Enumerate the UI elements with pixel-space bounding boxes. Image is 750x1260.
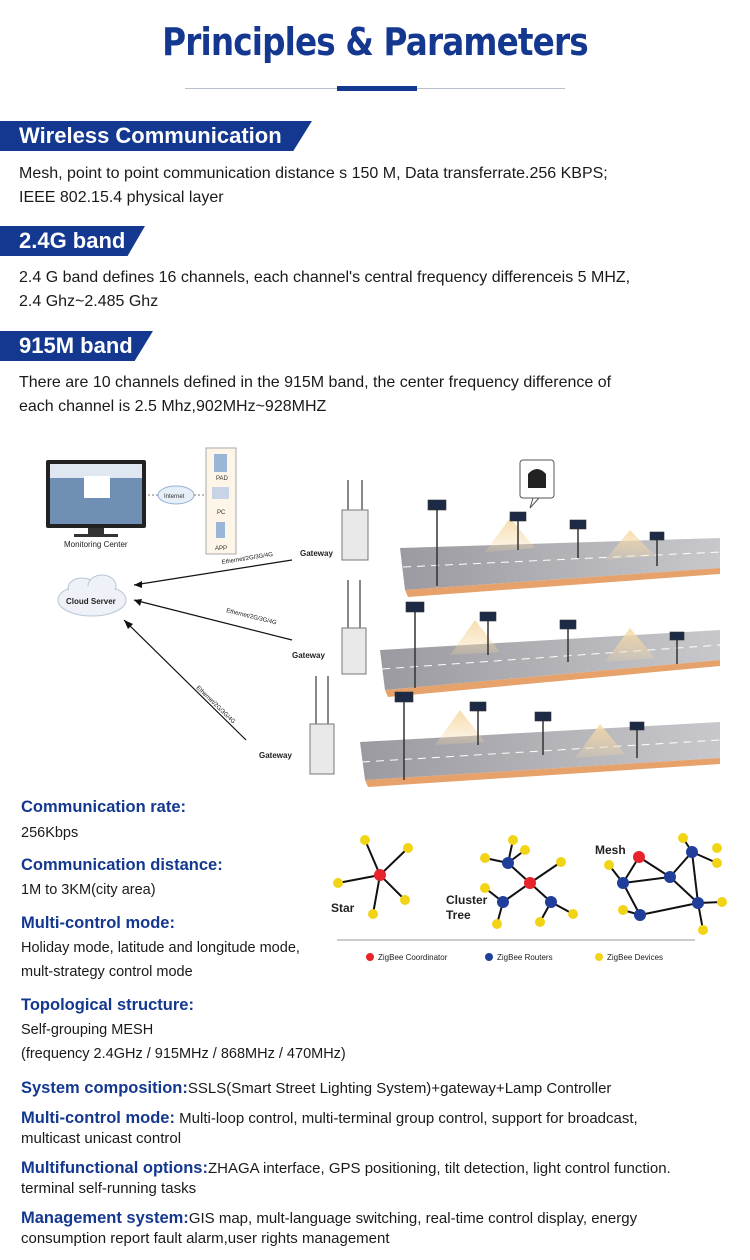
- topology-mesh-label: Mesh: [595, 843, 626, 857]
- road-tier-1: [400, 538, 721, 597]
- page-title: Principles & Parameters: [162, 20, 589, 64]
- monitor-icon: [46, 460, 146, 537]
- topology-diagram: Star Cluster Tree Mesh ZigBee Coordinato…: [331, 833, 727, 962]
- spec-head-distance: Communication distance:: [21, 856, 223, 874]
- title-divider-accent: [337, 86, 417, 91]
- gateway-label-3: Gateway: [259, 751, 292, 760]
- spec-head-rate: Communication rate:: [21, 798, 187, 816]
- spec-val-topology: Self-grouping MESH (frequency 2.4GHz / 9…: [21, 1022, 346, 1062]
- section-text-2-4g: 2.4 G band defines 16 channels, each cha…: [19, 269, 631, 310]
- link-label-2: Ethernet/2G/3G/4G: [226, 608, 278, 626]
- legend-routers-label: ZigBee Routers: [497, 953, 553, 962]
- gateway-label-2: Gateway: [292, 651, 325, 660]
- cloud-server-label: Cloud Server: [66, 597, 116, 606]
- network-diagram: Monitoring Center Internet PAD PC APP Cl…: [46, 447, 721, 787]
- monitoring-center-label: Monitoring Center: [64, 540, 128, 549]
- road-tier-3: [360, 722, 721, 787]
- internet-label: Internet: [164, 494, 185, 500]
- feature-multi-control: Multi-control mode: Multi-loop control, …: [21, 1109, 638, 1147]
- legend-devices-dot: [595, 953, 603, 961]
- legend-coordinator-dot: [366, 953, 374, 961]
- spec-head-multi-control: Multi-control mode:: [21, 914, 175, 932]
- feature-management: Management system:GIS map, mult-language…: [21, 1209, 638, 1247]
- device-app-label: APP: [215, 546, 227, 552]
- cloud-server-icon: [57, 574, 127, 617]
- link-label-3: Ethernet/2G/3G/4G: [195, 685, 237, 725]
- topology-tree-label: Tree: [446, 908, 471, 922]
- spec-val-multi-control: Holiday mode, latitude and longitude mod…: [21, 940, 300, 980]
- spec-val-distance: 1M to 3KM(city area): [21, 882, 156, 898]
- section-text-wireless: Mesh, point to point communication dista…: [19, 165, 608, 206]
- gateway-device-2: [341, 580, 367, 675]
- legend-devices-label: ZigBee Devices: [607, 953, 663, 962]
- spec-val-rate: 256Kbps: [21, 825, 79, 841]
- gateway-label-1: Gateway: [300, 549, 333, 558]
- topology-cluster-label: Cluster: [446, 893, 488, 907]
- device-pad-label: PAD: [216, 476, 229, 482]
- gateway-device-3: [309, 676, 335, 775]
- section-text-915m: There are 10 channels defined in the 915…: [19, 374, 612, 415]
- road-tier-2: [380, 630, 721, 697]
- gateway-device-1: [341, 480, 369, 561]
- legend-routers-dot: [485, 953, 493, 961]
- legend-coordinator-label: ZigBee Coordinator: [378, 953, 448, 962]
- feature-system-composition: System composition:SSLS(Smart Street Lig…: [21, 1079, 612, 1097]
- topology-star-label: Star: [331, 901, 355, 915]
- feature-multifunctional: Multifunctional options:ZHAGA interface,…: [21, 1159, 671, 1197]
- device-pc-label: PC: [217, 510, 226, 516]
- section-heading-915m: 915M band: [0, 331, 170, 361]
- spec-head-topology: Topological structure:: [21, 996, 194, 1014]
- lamp-controller-icon: [519, 459, 555, 509]
- section-heading-wireless: Wireless Communication: [0, 121, 330, 151]
- section-heading-2-4g: 2.4G band: [0, 226, 160, 256]
